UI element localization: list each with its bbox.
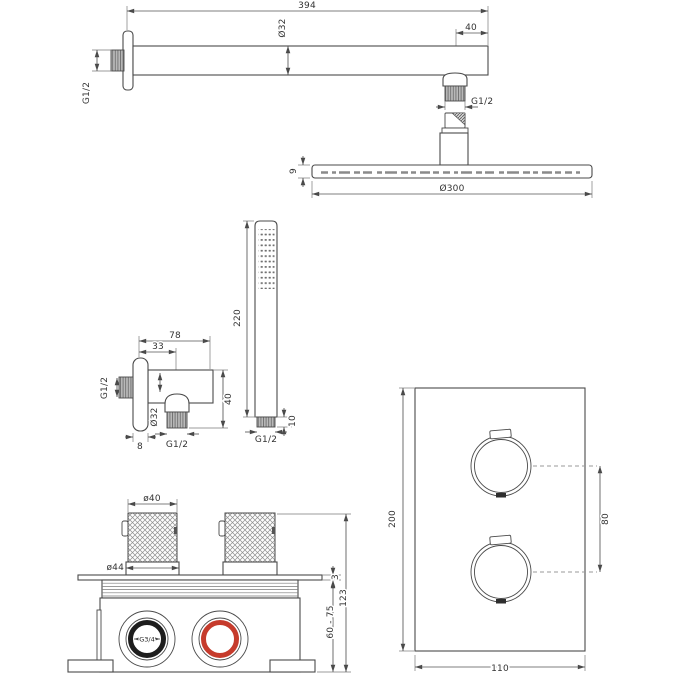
head-connector-collar (441, 127, 469, 134)
dim-label-hand-shower-thread: G1/2 (255, 435, 277, 445)
arm-end-dome (442, 72, 468, 87)
dim-hand-shower-outlet: 10 (277, 408, 300, 436)
dim-plate-width: 110 (414, 655, 586, 676)
valve-handle-1-base (125, 561, 180, 576)
outlet-dome (164, 393, 190, 413)
dim-outlet-thread: G1/2 (155, 431, 199, 452)
dim-label-valve-inlet-thread: G3/4 (139, 636, 155, 644)
dim-label-outlet-thread: G1/2 (166, 440, 188, 450)
dim-arm-end-offset: 40 (455, 22, 489, 72)
dim-valve-plate-thickness: 3 (322, 566, 343, 589)
trim-knob-1-index (496, 493, 506, 498)
dim-valve-install-depth: 60 - 75 (325, 580, 338, 673)
trim-plate-panel (414, 387, 586, 652)
dim-label-valve-install-depth: 60 - 75 (326, 605, 336, 638)
dim-outlet-wall-thread: G1/2 (99, 375, 120, 401)
outlet-wall-flange (132, 357, 149, 432)
head-connector-nut-hatch (451, 112, 466, 126)
dim-label-outlet-height: 40 (224, 393, 234, 405)
dim-label-arm-end-offset: 40 (465, 23, 477, 33)
dim-knob-spacing: 80 (597, 465, 613, 573)
hand-shower: 220 10 G1/2 (232, 220, 300, 447)
dim-plate-height: 200 (387, 387, 414, 652)
arm-tube (132, 45, 489, 76)
trim-plate: 200 110 80 (387, 387, 613, 676)
dim-hand-shower-length: 220 (232, 220, 256, 418)
arm-wall-flange (122, 30, 134, 91)
dim-valve-total-height: 123 (277, 513, 351, 673)
arm-wall-thread (110, 49, 125, 72)
dim-label-hand-shower-length: 220 (233, 309, 243, 327)
valve-handle-2-notch (272, 527, 275, 534)
trim-knob-1-tab (489, 428, 512, 440)
dim-label-outlet-wall-thread: G1/2 (100, 377, 110, 399)
valve-ribs (102, 582, 298, 597)
dim-arm-length: 394 (126, 0, 489, 45)
valve-handle-1-clip (121, 520, 129, 537)
valve-face-plate (77, 574, 323, 581)
valve-foot-left (67, 659, 114, 673)
dim-label-hand-shower-outlet: 10 (288, 415, 298, 427)
wall-outlet-elbow: 78 33 G1/2 Ø32 40 (99, 330, 236, 454)
valve-port-cold: G3/4 (118, 610, 176, 668)
dim-label-valve-plate-thickness: 3 (331, 574, 341, 580)
dim-arm-head-thread: G1/2 (436, 96, 495, 110)
rain-shower-head (311, 164, 593, 179)
dim-head-thickness: 9 (288, 156, 310, 187)
valve-handle-2-base (222, 561, 278, 576)
outlet-thread (166, 411, 188, 429)
dim-label-plate-width: 110 (491, 664, 509, 674)
dim-label-valve-total-height: 123 (339, 589, 349, 607)
dim-label-arm-head-thread: G1/2 (471, 97, 493, 107)
trim-knob-2-index (496, 599, 506, 604)
dim-label-valve-base-diameter: ø44 (106, 563, 124, 573)
dim-label-outlet-escutcheon-diameter: Ø32 (149, 407, 160, 426)
hand-shower-thread (256, 416, 276, 428)
dim-label-outlet-offset: 33 (152, 342, 164, 352)
dim-valve-base-diameter: ø44 (105, 562, 180, 575)
dim-hand-shower-thread: G1/2 (245, 429, 287, 447)
head-connector-base (439, 132, 469, 166)
dim-label-arm-length: 394 (298, 1, 316, 11)
arm-head-thread (444, 85, 466, 102)
dim-label-head-thickness: 9 (289, 168, 299, 174)
dim-outlet-height: 40 (189, 369, 236, 429)
valve-port-hot-ring (201, 620, 239, 658)
dim-label-head-diameter: Ø300 (439, 183, 464, 194)
dim-label-arm-wall-thread: G1/2 (82, 82, 92, 104)
outlet-wall-thread (118, 376, 134, 399)
trim-knob-2 (470, 534, 532, 604)
hand-shower-spray-face (258, 229, 275, 289)
trim-knob-1 (470, 428, 532, 498)
dim-head-diameter: Ø300 (311, 181, 593, 198)
trim-knob-2-tab (489, 534, 512, 546)
dim-outlet-escutcheon-depth: 8 (125, 433, 156, 454)
dim-outlet-escutcheon-diameter: Ø32 (148, 372, 163, 428)
valve-handle-2-clip (218, 520, 226, 537)
valve-handle-1-notch (174, 527, 177, 534)
valve-handle-1-knurl (127, 512, 178, 563)
valve-port-hot (191, 610, 249, 668)
dim-label-outlet-depth: 78 (169, 331, 181, 341)
dim-label-knob-spacing: 80 (601, 513, 611, 525)
dim-outlet-depth: 78 (138, 330, 211, 369)
dim-valve-handle-diameter: ø40 (127, 493, 178, 512)
valve-handle-2-knurl (224, 512, 276, 563)
dim-label-valve-handle-diameter: ø40 (143, 494, 161, 504)
shower-arm-assembly: 394 40 G1/2 Ø32 (81, 0, 593, 198)
dim-label-outlet-escutcheon-depth: 8 (137, 442, 143, 452)
dim-label-plate-height: 200 (388, 510, 398, 528)
concealed-valve-body: ø40 ø44 G3/4 (67, 493, 351, 673)
valve-side-tab (96, 609, 102, 661)
dim-arm-wall-thread: G1/2 (81, 49, 112, 106)
dim-arm-tube-diameter: Ø32 (276, 17, 291, 76)
valve-ribbed-section (101, 579, 299, 599)
dim-label-arm-tube-diameter: Ø32 (277, 18, 288, 37)
valve-foot-right (269, 659, 316, 673)
